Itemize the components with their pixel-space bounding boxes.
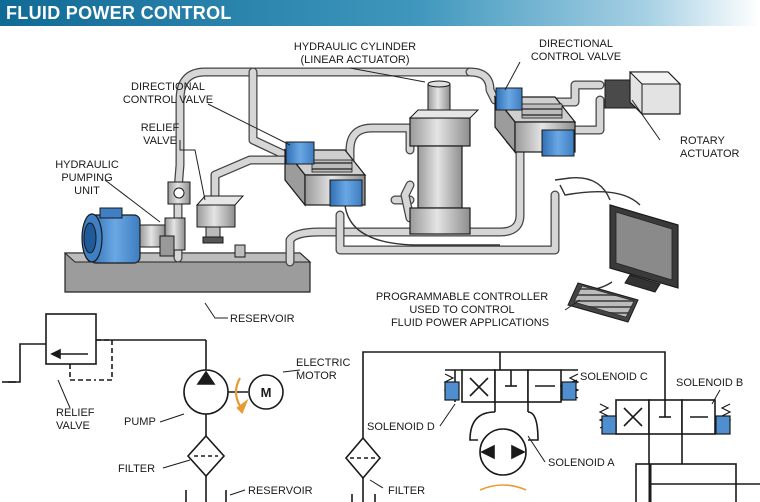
label-dcv-left-2: CONTROL VALVE — [123, 94, 213, 106]
label-relief-valve-bottom-1: RELIEF — [56, 407, 95, 419]
label-electric-motor-2: MOTOR — [296, 370, 337, 382]
label-filter-right: FILTER — [388, 485, 425, 497]
label-pumping-unit-3: UNIT — [74, 185, 100, 197]
labels-top: HYDRAULIC CYLINDER (LINEAR ACTUATOR) DIR… — [55, 38, 739, 329]
return-port — [234, 244, 246, 258]
valve-cd-symbol — [443, 369, 580, 441]
label-solenoid-a: SOLENOID A — [548, 457, 615, 469]
control-cables — [344, 176, 641, 291]
label-dcv-left-1: DIRECTIONAL — [131, 81, 205, 93]
labels-bottom: RELIEF VALVE PUMP ELECTRIC MOTOR M FILTE… — [56, 357, 743, 497]
pictorial-system — [63, 67, 682, 323]
label-hydraulic-cylinder-2: (LINEAR ACTUATOR) — [301, 54, 410, 66]
label-plc-3: FLUID POWER APPLICATIONS — [391, 317, 549, 329]
rotation-indicator — [234, 377, 249, 414]
page-title: FLUID POWER CONTROL — [6, 3, 232, 23]
solenoid-b-block — [715, 415, 731, 435]
label-filter-left: FILTER — [118, 463, 155, 475]
label-dcv-right-2: CONTROL VALVE — [531, 51, 621, 63]
label-solenoid-c: SOLENOID C — [580, 371, 648, 383]
pressure-line — [362, 351, 666, 502]
filter-right-symbol — [344, 436, 382, 502]
hydraulic-lines — [173, 67, 605, 267]
label-plc-1: PROGRAMMABLE CONTROLLER — [376, 291, 548, 303]
right-dcv-illustration — [493, 87, 577, 157]
hydraulic-motor-symbol — [479, 428, 527, 491]
label-reservoir-top: RESERVOIR — [230, 313, 295, 325]
label-pumping-unit-2: PUMPING — [61, 172, 112, 184]
label-plc-2: USED TO CONTROL — [409, 304, 514, 316]
solenoid-a-block — [601, 415, 617, 435]
label-reservoir-bottom: RESERVOIR — [248, 485, 313, 497]
left-dcv-illustration — [283, 141, 367, 207]
cylinder-symbol — [635, 463, 760, 502]
solenoid-d-block — [444, 381, 460, 401]
label-rotary-actuator-1: ROTARY — [680, 135, 725, 147]
label-relief-valve-top-1: RELIEF — [141, 122, 180, 134]
pump-mount — [159, 235, 175, 257]
label-relief-valve-bottom-2: VALVE — [56, 420, 90, 432]
electric-motor-illustration — [81, 207, 186, 264]
label-solenoid-b: SOLENOID B — [676, 377, 743, 389]
label-rotary-actuator-2: ACTUATOR — [680, 148, 740, 160]
label-solenoid-d: SOLENOID D — [367, 421, 435, 433]
label-electric-motor-1: ELECTRIC — [296, 357, 350, 369]
rotary-actuator-illustration — [604, 71, 682, 115]
motor-m-symbol: M — [261, 385, 272, 400]
valve-ab-symbol — [598, 399, 732, 464]
filter-left-symbol — [185, 434, 227, 502]
label-pumping-unit-1: HYDRAULIC — [55, 159, 119, 171]
header-bar: FLUID POWER CONTROL — [0, 0, 760, 26]
schematic — [2, 313, 760, 502]
programmable-controller-illustration — [567, 204, 679, 323]
relief-valve-illustration — [167, 181, 245, 244]
label-relief-valve-top-2: VALVE — [143, 135, 177, 147]
leader-lines-top — [104, 61, 661, 319]
label-pump: PUMP — [124, 416, 156, 428]
pump-symbol — [183, 340, 284, 436]
relief-valve-symbol — [2, 313, 206, 383]
label-dcv-right-1: DIRECTIONAL — [539, 38, 613, 50]
label-hydraulic-cylinder-1: HYDRAULIC CYLINDER — [294, 41, 416, 53]
hydraulic-cylinder-illustration — [408, 80, 480, 235]
solenoid-c-block — [561, 381, 577, 401]
solenoid-blocks — [444, 381, 731, 435]
